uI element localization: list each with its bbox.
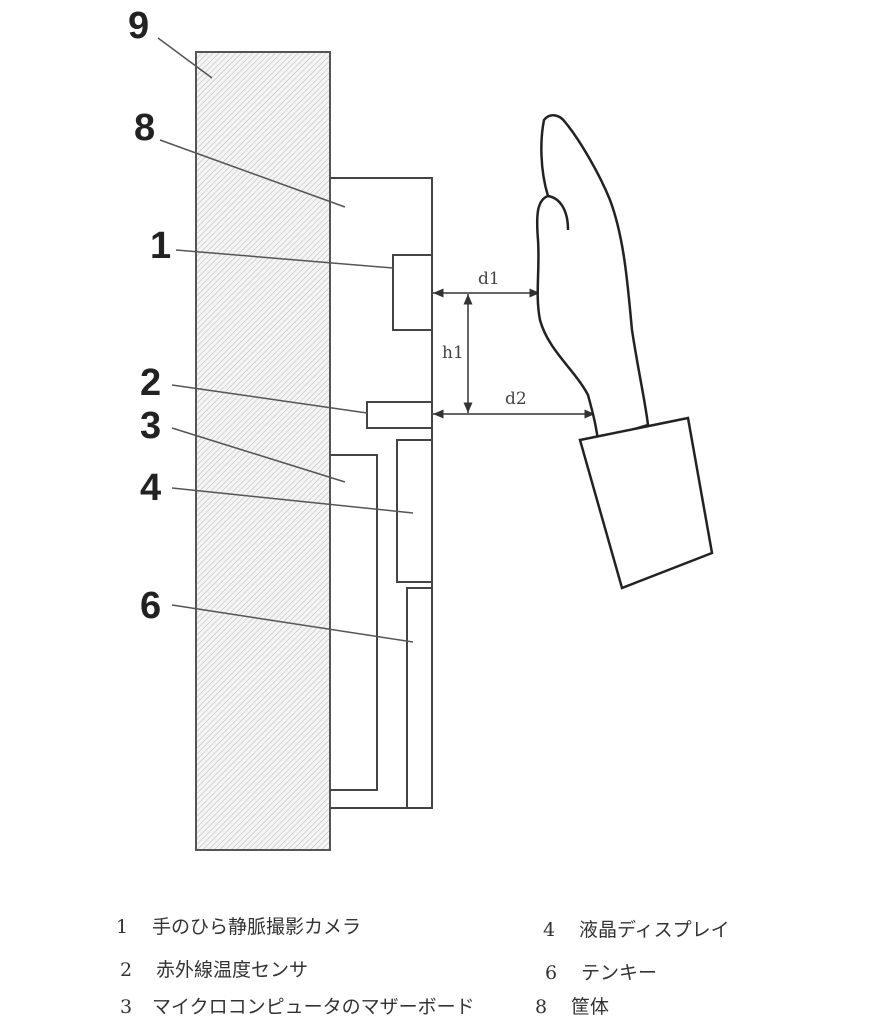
dimension-lines bbox=[433, 288, 595, 419]
wall bbox=[195, 51, 331, 851]
keypad bbox=[406, 587, 433, 809]
camera bbox=[392, 254, 433, 331]
leader-lines bbox=[157, 37, 414, 643]
label-3: 3 bbox=[140, 405, 161, 447]
dim-d2: d2 bbox=[505, 389, 527, 409]
label-4: 4 bbox=[140, 467, 161, 509]
diagram-svg: 9 8 1 2 3 4 6 d1 h1 d2 bbox=[128, 5, 714, 851]
label-9: 9 bbox=[128, 5, 149, 47]
label-2: 2 bbox=[140, 362, 161, 404]
label-1: 1 bbox=[150, 225, 171, 267]
lcd-display bbox=[396, 439, 433, 583]
hand-illustration bbox=[535, 114, 714, 590]
label-8: 8 bbox=[134, 107, 155, 149]
label-6: 6 bbox=[140, 585, 161, 627]
housing-outline bbox=[330, 177, 433, 809]
temperature-sensor bbox=[366, 401, 433, 429]
dim-d1: d1 bbox=[478, 269, 500, 289]
motherboard bbox=[330, 454, 378, 791]
dim-h1: h1 bbox=[442, 343, 464, 363]
